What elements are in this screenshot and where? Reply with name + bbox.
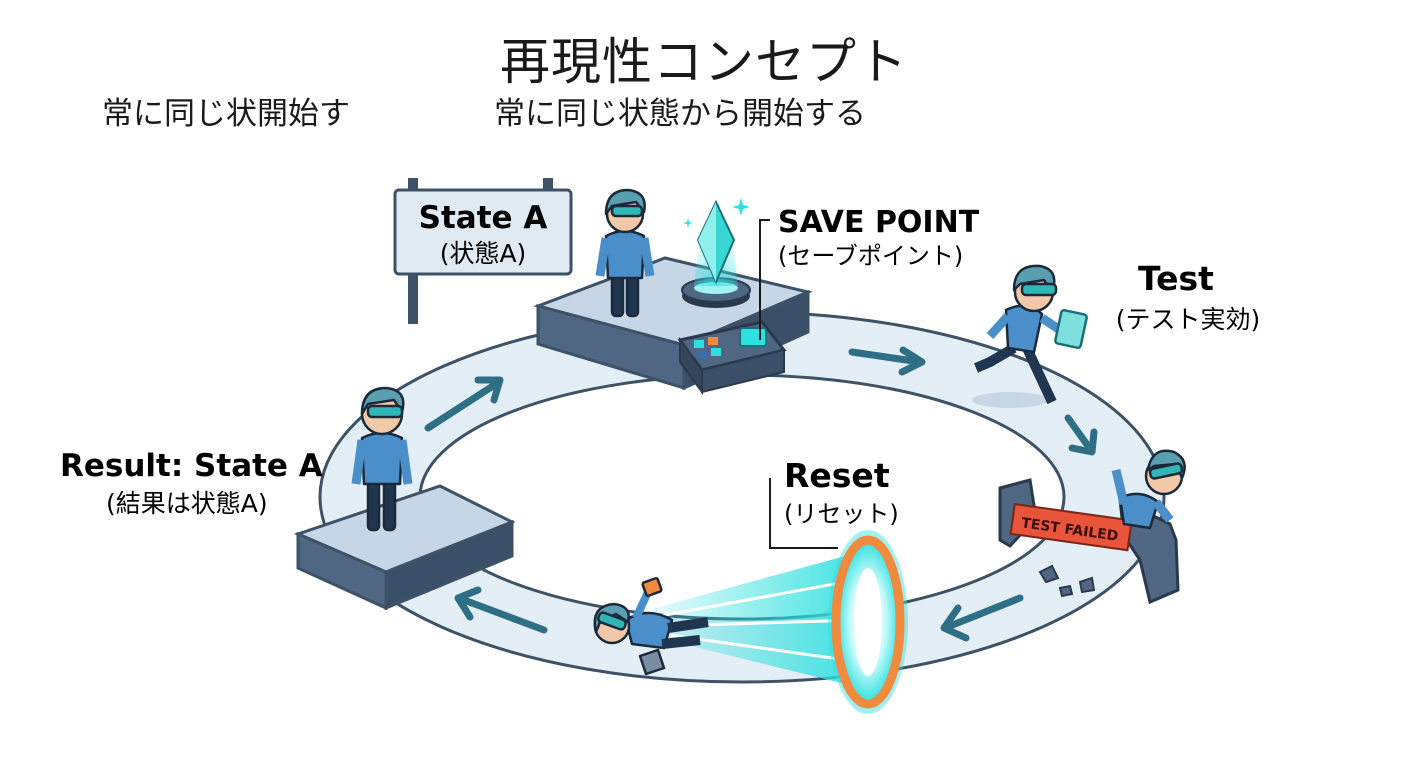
flow-arrows <box>424 346 1098 642</box>
reset-label: Reset <box>784 456 890 495</box>
person-hitting-wall <box>1111 449 1186 530</box>
broken-wall <box>998 478 1180 605</box>
save-point-leader <box>759 219 770 340</box>
result-label: Result: State A <box>60 448 323 484</box>
reset-leader <box>769 478 838 549</box>
save-point-sublabel: (セーブポイント) <box>778 242 963 270</box>
subtitle-right: 常に同じ状態から開始する <box>494 96 866 132</box>
control-console <box>677 320 787 396</box>
person-at-save-point <box>595 188 655 318</box>
save-point-label: SAVE POINT <box>778 205 980 240</box>
result-sublabel: (結果は状態A) <box>106 489 268 518</box>
person-resetting <box>593 576 709 676</box>
arrow-bottom-right-icon <box>940 594 1024 642</box>
test-label: Test <box>1138 259 1214 298</box>
arrow-bottom-left-icon <box>454 586 548 634</box>
arrow-right-icon <box>1064 414 1098 456</box>
circular-track <box>318 310 1166 684</box>
person-running-test <box>972 264 1088 408</box>
state-a-signboard <box>393 178 573 324</box>
page-title: 再現性コンセプト <box>500 33 908 91</box>
subtitle-left: 常に同じ状開始す <box>102 96 350 132</box>
state-a-sublabel: (状態A) <box>440 239 527 268</box>
state-a-label: State A <box>419 200 548 236</box>
reset-sublabel: (リセット) <box>784 500 899 528</box>
test-sublabel: (テスト実効) <box>1116 305 1261 334</box>
arrow-top-right-icon <box>848 346 926 376</box>
save-crystal-icon <box>681 198 751 308</box>
result-platform <box>293 484 516 611</box>
arrow-left-icon <box>424 376 504 432</box>
person-result <box>351 386 413 532</box>
reset-portal <box>648 530 908 714</box>
